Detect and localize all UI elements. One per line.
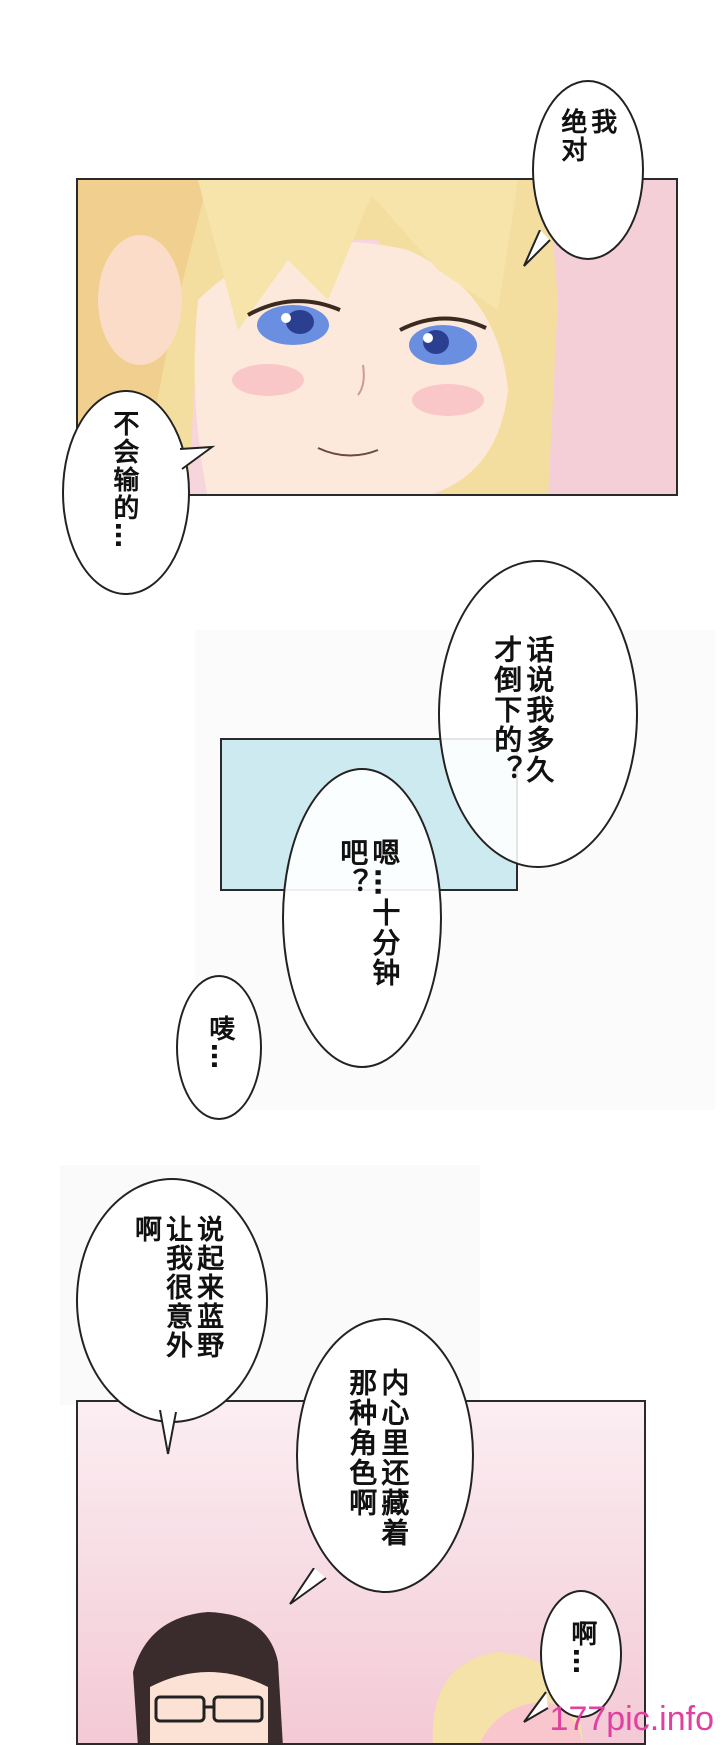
speech-text-right: 啊…	[566, 1620, 597, 1676]
speech-text-answer: 嗯…十分钟吧？	[336, 838, 402, 988]
speech-text-small: 唛…	[204, 1015, 235, 1071]
speech-bubble-center	[296, 1318, 474, 1593]
speech-text-left-large: 说起来蓝野让我很意外啊	[130, 1215, 224, 1360]
speech-bubble-left-large	[76, 1178, 268, 1423]
speech-bubble-top	[532, 80, 644, 260]
speech-bubble-tail	[159, 1410, 177, 1455]
speech-text-top: 我 绝对	[556, 108, 617, 164]
speech-bubble-tail	[523, 1691, 549, 1723]
speech-bubble-small	[176, 975, 262, 1120]
speech-bubble-tail	[289, 1568, 327, 1605]
speech-bubble-right	[540, 1590, 622, 1718]
speech-text-center: 内心里还藏着那种角色啊	[345, 1368, 411, 1548]
speech-text-left: 不会输的…	[108, 410, 139, 550]
speech-bubble-tail	[180, 445, 216, 470]
speech-text-question: 话说我多久才倒下的？	[490, 635, 556, 785]
speech-bubble-question	[438, 560, 638, 868]
speech-bubble-tail	[523, 230, 551, 267]
watermark-text: 177pic.info	[549, 1700, 714, 1738]
speech-bubble-answer	[282, 768, 442, 1068]
speech-bubble-left	[62, 390, 190, 595]
